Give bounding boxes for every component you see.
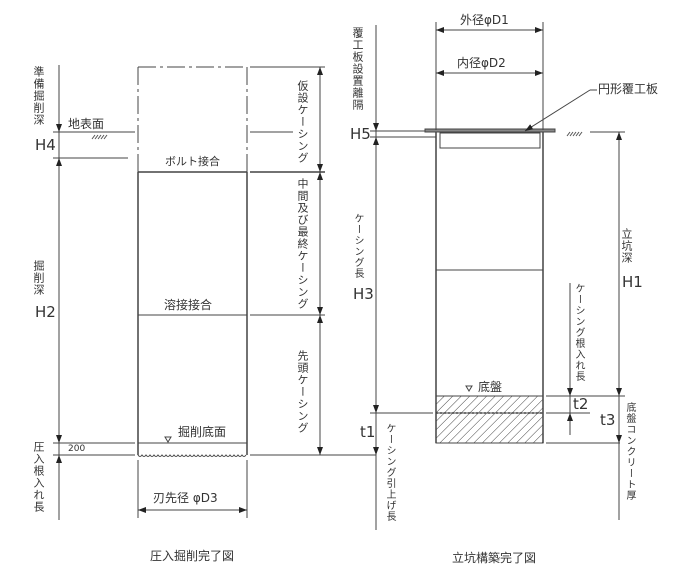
casing-length-label: ケーシング長 (352, 213, 363, 279)
h5-label: H5 (350, 125, 371, 143)
t2-label: t2 (573, 395, 589, 413)
temp-casing-label: 仮設ケーシング (296, 80, 309, 164)
head-casing-label: 先頭ケーシング (296, 350, 309, 434)
right-caption: 立坑構築完了図 (452, 551, 537, 565)
casing-embed-label: ケーシング根入れ長 (573, 283, 584, 382)
h1-label: H1 (622, 273, 643, 291)
shaft-depth-label: 立坑深 (620, 228, 633, 264)
right-shaft (424, 89, 597, 444)
round-cover-label: 円形覆工板 (598, 82, 659, 96)
right-dimensions (340, 22, 625, 530)
weld-joint-label: 溶接接合 (164, 298, 213, 312)
casing-pullup-label: ケーシング引上げ長 (384, 423, 395, 522)
h3-label: H3 (353, 285, 374, 303)
inner-dia-label: 内径φD2 (457, 56, 506, 70)
t1-label: t1 (360, 423, 376, 441)
left-casing (137, 66, 248, 457)
excavation-bottom-label: 掘削底面 (178, 425, 227, 439)
excavation-depth-label: 掘削深 (32, 260, 45, 296)
h2-label: H2 (35, 303, 56, 321)
left-caption: 圧入掘削完了図 (150, 549, 235, 563)
left-dimensions (53, 65, 355, 520)
h4-label: H4 (35, 136, 56, 154)
base-concrete-label: 底盤コンクリート厚 (624, 402, 635, 501)
dim-200-label: 200 (68, 444, 86, 454)
press-embed-label: 圧入根入れ長 (32, 441, 45, 513)
mid-final-casing-label: 中間及び最終ケーシング (296, 178, 309, 310)
base-label: 底盤 (478, 380, 503, 394)
prep-depth-label: 準備掘削深 (32, 66, 45, 126)
cover-gap-label: 覆工板設置離隔 (351, 27, 364, 111)
t3-label: t3 (600, 411, 616, 429)
ground-label: 地表面 (68, 117, 105, 131)
bolt-joint-label: ボルト接合 (165, 155, 220, 168)
cutter-dia-label: 刃先径 φD3 (153, 491, 218, 505)
outer-dia-label: 外径φD1 (460, 13, 509, 27)
